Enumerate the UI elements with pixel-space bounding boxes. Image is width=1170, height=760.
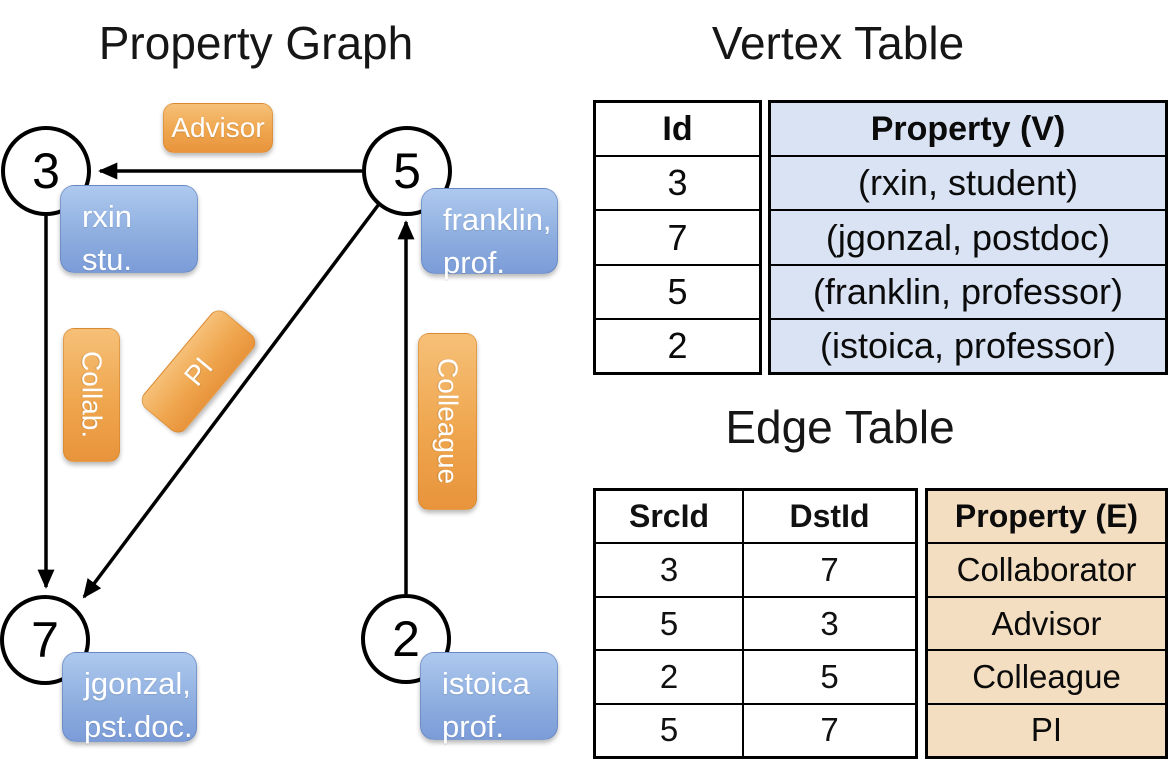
- edge-label-advisor: Advisor: [163, 103, 273, 153]
- vertex-table-property-cell: (rxin, student): [771, 155, 1165, 210]
- vertex-table-property-column: Property (V) (rxin, student) (jgonzal, p…: [768, 100, 1168, 375]
- vertex-table-property-cell: (istoica, professor): [771, 317, 1165, 373]
- edge-table-property-cell: Collaborator: [928, 542, 1165, 596]
- edge-table-property-column: Property (E) Collaborator Advisor Collea…: [925, 488, 1168, 759]
- edge-table-dstid-cell: 5: [820, 657, 839, 695]
- vertex-property-line: pst.doc.: [84, 709, 193, 744]
- vertex-table-title: Vertex Table: [711, 17, 965, 69]
- edge-table-title: Edge Table: [725, 401, 955, 453]
- vertex-property-box-5: franklin, prof.: [421, 188, 558, 280]
- vertex-table-header-property: Property (V): [771, 103, 1165, 156]
- edge-table-property-cell: Colleague: [928, 649, 1165, 703]
- vertex-property-box-2: istoica prof.: [420, 652, 558, 744]
- vertex-property-line: rxin: [82, 199, 132, 234]
- vertex-property-box-7: jgonzal, pst.doc.: [62, 652, 197, 744]
- edge-arrow-5-to-7: [82, 202, 381, 599]
- vertex-table-id-cell: 2: [596, 317, 759, 372]
- edge-table-property-cell: PI: [928, 702, 1165, 757]
- edge-table-dstid-cell: 3: [820, 604, 839, 642]
- vertex-table-id-cell: 7: [596, 209, 759, 263]
- edge-table-header-srcid: SrcId: [596, 491, 744, 543]
- edge-table-property-cell: Advisor: [928, 595, 1165, 650]
- vertex-property-line: istoica: [442, 666, 530, 701]
- edge-table-srcid-cell: 3: [596, 544, 744, 596]
- property-graph-title: Property Graph: [98, 17, 414, 69]
- edge-table-dstid-cell: 7: [820, 711, 839, 749]
- graph-edges-layer: [37, 162, 415, 599]
- vertex-circle-2: 2: [361, 594, 451, 684]
- edge-table-srcid-cell: 2: [596, 651, 744, 703]
- vertex-table-id-column: Id 3 7 5 2: [593, 100, 762, 375]
- vertex-property-line: prof.: [442, 709, 505, 744]
- vertex-table-header-id: Id: [662, 109, 693, 148]
- vertex-property-line: prof.: [443, 245, 506, 280]
- edge-label-colleague: Colleague: [418, 333, 477, 510]
- vertex-property-line: stu.: [82, 242, 132, 277]
- vertex-property-box-3: rxin stu.: [60, 185, 198, 277]
- vertex-table-property-cell: (franklin, professor): [771, 263, 1165, 318]
- edge-table-srcid-cell: 5: [596, 704, 744, 757]
- vertex-property-line: jgonzal,: [84, 666, 191, 701]
- edge-table-dstid-cell: 7: [820, 551, 839, 589]
- vertex-table-id-cell: 5: [596, 263, 759, 318]
- edge-label-collab: Collab.: [63, 328, 120, 462]
- vertex-table-id-cell: 3: [596, 155, 759, 209]
- edge-table-id-columns: SrcId DstId 3 7 5 3 2 5 5 7: [593, 488, 918, 759]
- edge-table-header-dstid: DstId: [789, 498, 870, 535]
- vertex-property-line: franklin,: [443, 202, 552, 237]
- edge-table-header-property: Property (E): [928, 491, 1165, 543]
- edge-table-srcid-cell: 5: [596, 597, 744, 650]
- vertex-table-property-cell: (jgonzal, postdoc): [771, 209, 1165, 264]
